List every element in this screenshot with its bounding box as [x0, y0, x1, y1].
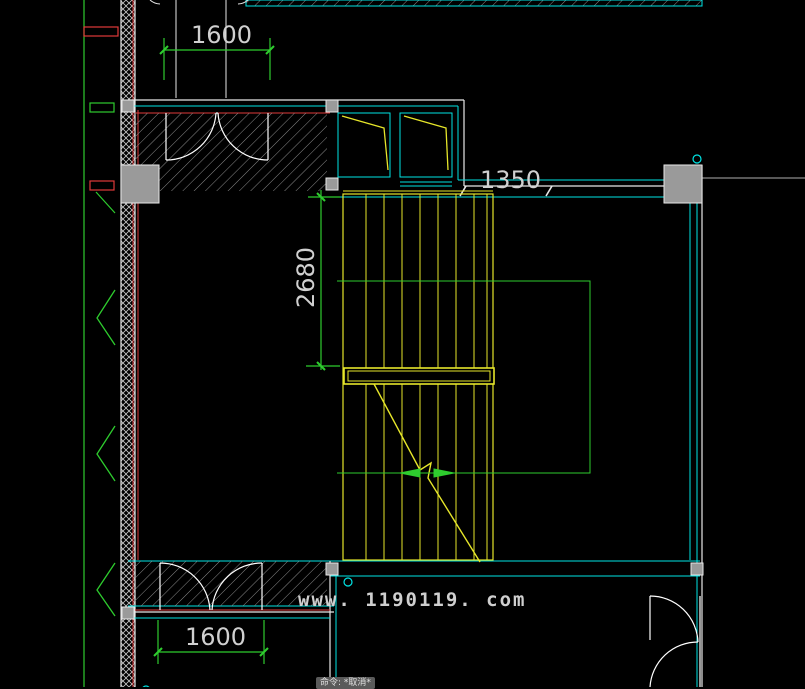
stair: [342, 190, 495, 563]
bottom-double-door: [159, 562, 263, 611]
hatch-top: [135, 113, 327, 191]
bottom-right-door: [649, 595, 701, 687]
axis-marker-icon-2: [343, 577, 353, 587]
dimension-label-top-door: 1600: [191, 21, 252, 49]
command-line[interactable]: 命令: *取消*: [316, 677, 375, 689]
dimension-top-door: 1600: [159, 21, 275, 80]
shaft-units: [337, 112, 453, 187]
dimension-label-stair-run: 2680: [292, 247, 320, 308]
axis-marker-icon: [692, 154, 702, 164]
hatch-bottom: [135, 561, 327, 606]
stair-direction: [337, 280, 591, 478]
columns: [120, 99, 704, 620]
axis-marker-icon-3: [142, 685, 150, 687]
stair-room-walls: [128, 99, 805, 687]
left-markers: [83, 26, 119, 617]
dimension-label-landing: 1350: [480, 166, 541, 194]
dimension-bottom-door: 1600: [153, 620, 269, 664]
top-room: [149, 0, 703, 98]
watermark-text: www. 1190119. com: [298, 589, 526, 611]
top-double-door: [165, 112, 269, 161]
dimension-stair-run: 2680: [292, 190, 340, 371]
dimension-label-bottom-door: 1600: [185, 623, 246, 651]
